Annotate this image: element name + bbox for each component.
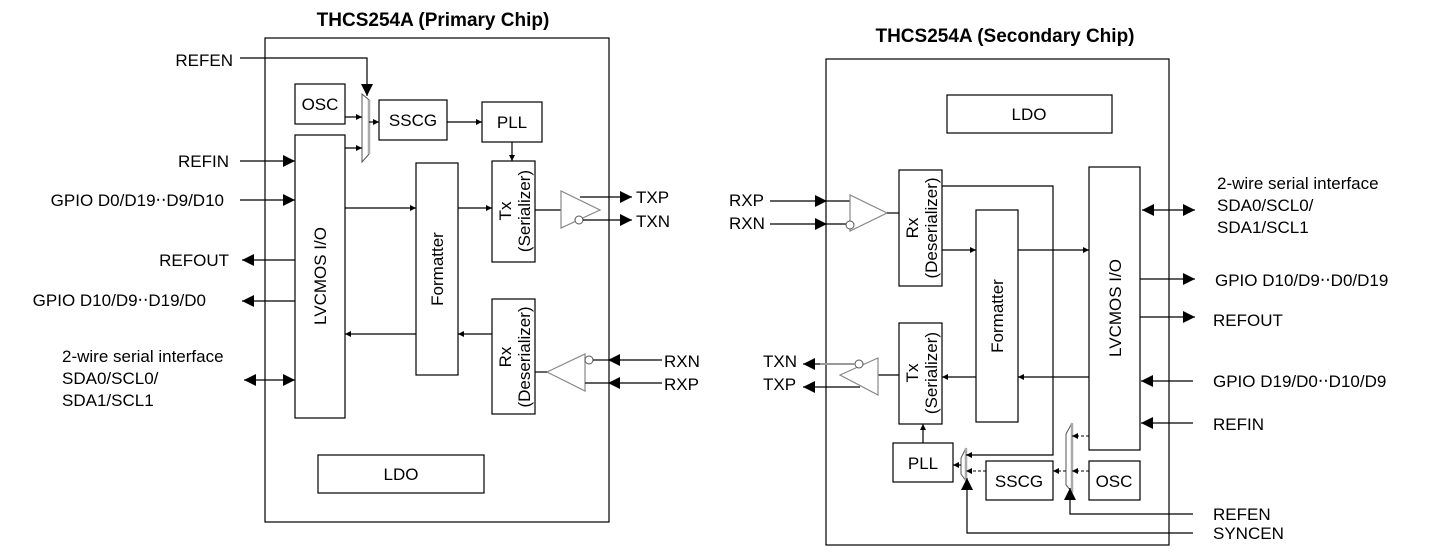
svg-text:Tx: Tx [903,363,922,382]
primary-osc-block: OSC [294,83,346,125]
primary-gpio-out-label: GPIO D10/D9‧‧D19/D0 [33,291,206,310]
secondary-txn-label: TXN [763,352,797,371]
svg-text:LVCMOS I/O: LVCMOS I/O [1106,259,1125,357]
primary-refen-line [240,57,373,96]
primary-txp-label: TXP [636,188,669,207]
svg-text:SSCG: SSCG [389,111,437,130]
secondary-rxn-label: RXN [729,214,765,233]
svg-text:2-wire serial interface: 2-wire serial interface [1217,174,1379,193]
svg-text:SDA1/SCL1: SDA1/SCL1 [1217,218,1309,237]
svg-text:SDA0/SCL0/: SDA0/SCL0/ [62,369,159,388]
svg-text:Formatter: Formatter [428,232,447,306]
secondary-serial-interface-label: 2-wire serial interface SDA0/SCL0/ SDA1/… [1217,174,1379,237]
secondary-sscg-block: SSCG [985,460,1054,501]
svg-text:(Serializer): (Serializer) [922,332,941,414]
secondary-rx-receiver [827,194,899,232]
primary-refout-label: REFOUT [159,251,229,270]
primary-chip: THCS254A (Primary Chip) OSC SSCG PLL LVC… [33,10,700,523]
primary-txn-label: TXN [636,212,670,231]
primary-tx-driver [535,190,602,229]
primary-refin-label: REFIN [178,152,229,171]
secondary-osc-block: OSC [1088,460,1141,501]
secondary-formatter-block: Formatter [975,209,1019,423]
secondary-pll-block: PLL [892,442,954,483]
primary-rxn-label: RXN [664,352,700,371]
svg-text:Formatter: Formatter [988,279,1007,353]
secondary-syncen-label: SYNCEN [1213,524,1284,543]
primary-chip-title: THCS254A (Primary Chip) [317,10,550,31]
secondary-rxp-label: RXP [729,191,764,210]
secondary-tx-driver [838,357,899,396]
secondary-clock-mux [1065,422,1074,494]
primary-tx-serializer-block: Tx (Serializer) [491,160,536,263]
primary-pll-block: PLL [481,101,543,143]
svg-text:LDO: LDO [1012,105,1047,124]
primary-sscg-block: SSCG [378,99,448,141]
secondary-rx-clock-to-mux [942,185,1054,458]
svg-text:(Serializer): (Serializer) [515,170,534,252]
primary-serial-interface-label: 2-wire serial interface SDA0/SCL0/ SDA1/… [62,347,224,410]
svg-text:LDO: LDO [384,465,419,484]
primary-formatter-block: Formatter [415,162,459,376]
primary-clock-mux [361,92,371,164]
svg-text:LVCMOS I/O: LVCMOS I/O [311,227,330,325]
secondary-ldo-block: LDO [946,94,1113,134]
svg-text:PLL: PLL [908,454,938,473]
svg-text:SDA1/SCL1: SDA1/SCL1 [62,391,154,410]
primary-ldo-block: LDO [317,454,485,494]
primary-rxp-label: RXP [664,375,699,394]
secondary-syncen-line [961,478,1193,534]
secondary-refen-line [1064,488,1193,515]
secondary-chip: THCS254A (Secondary Chip) LDO Rx (Deseri… [729,26,1388,546]
svg-text:(Deserializer): (Deserializer) [515,306,534,407]
secondary-refin-label: REFIN [1213,415,1264,434]
secondary-tx-serializer-block: Tx (Serializer) [898,322,943,425]
svg-text:(Deserializer): (Deserializer) [922,177,941,278]
primary-rx-receiver [535,353,594,392]
svg-text:SDA0/SCL0/: SDA0/SCL0/ [1217,196,1314,215]
svg-text:SSCG: SSCG [995,472,1043,491]
svg-text:2-wire serial interface: 2-wire serial interface [62,347,224,366]
primary-lvcmos-block: LVCMOS I/O [294,134,346,419]
svg-text:Rx: Rx [496,346,515,367]
secondary-gpio-out-label: GPIO D10/D9‧‧D0/D19 [1215,271,1388,290]
secondary-txp-label: TXP [763,375,796,394]
primary-gpio-in-label: GPIO D0/D19‧‧D9/D10 [51,191,224,210]
svg-text:Tx: Tx [496,201,515,220]
secondary-rx-deserializer-block: Rx (Deserializer) [898,169,943,287]
svg-text:OSC: OSC [1096,472,1133,491]
primary-refen-label: REFEN [175,51,233,70]
svg-text:Rx: Rx [903,217,922,238]
svg-text:PLL: PLL [497,113,527,132]
secondary-refout-label: REFOUT [1213,311,1283,330]
svg-text:OSC: OSC [302,95,339,114]
secondary-gpio-in-label: GPIO D19/D0‧‧D10/D9 [1213,372,1386,391]
secondary-lvcmos-block: LVCMOS I/O [1088,166,1141,451]
secondary-refen-label: REFEN [1213,505,1271,524]
primary-rx-deserializer-block: Rx (Deserializer) [491,298,536,415]
secondary-chip-title: THCS254A (Secondary Chip) [875,26,1134,47]
